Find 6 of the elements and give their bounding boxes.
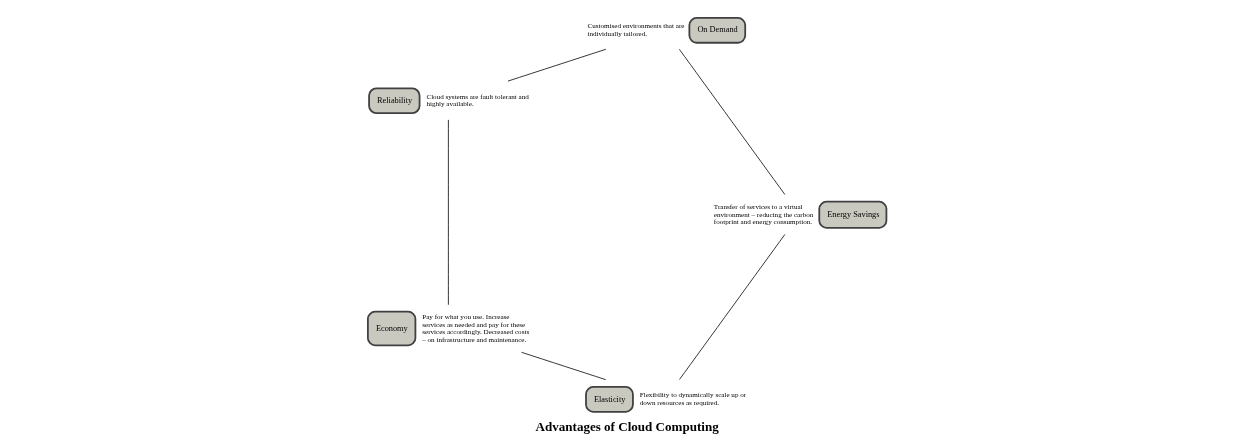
connector <box>678 48 786 195</box>
connector <box>521 351 607 381</box>
diagram-title: Advantages of Cloud Computing <box>535 418 719 434</box>
connector <box>679 233 786 380</box>
connector <box>507 48 607 82</box>
connector <box>447 119 449 306</box>
